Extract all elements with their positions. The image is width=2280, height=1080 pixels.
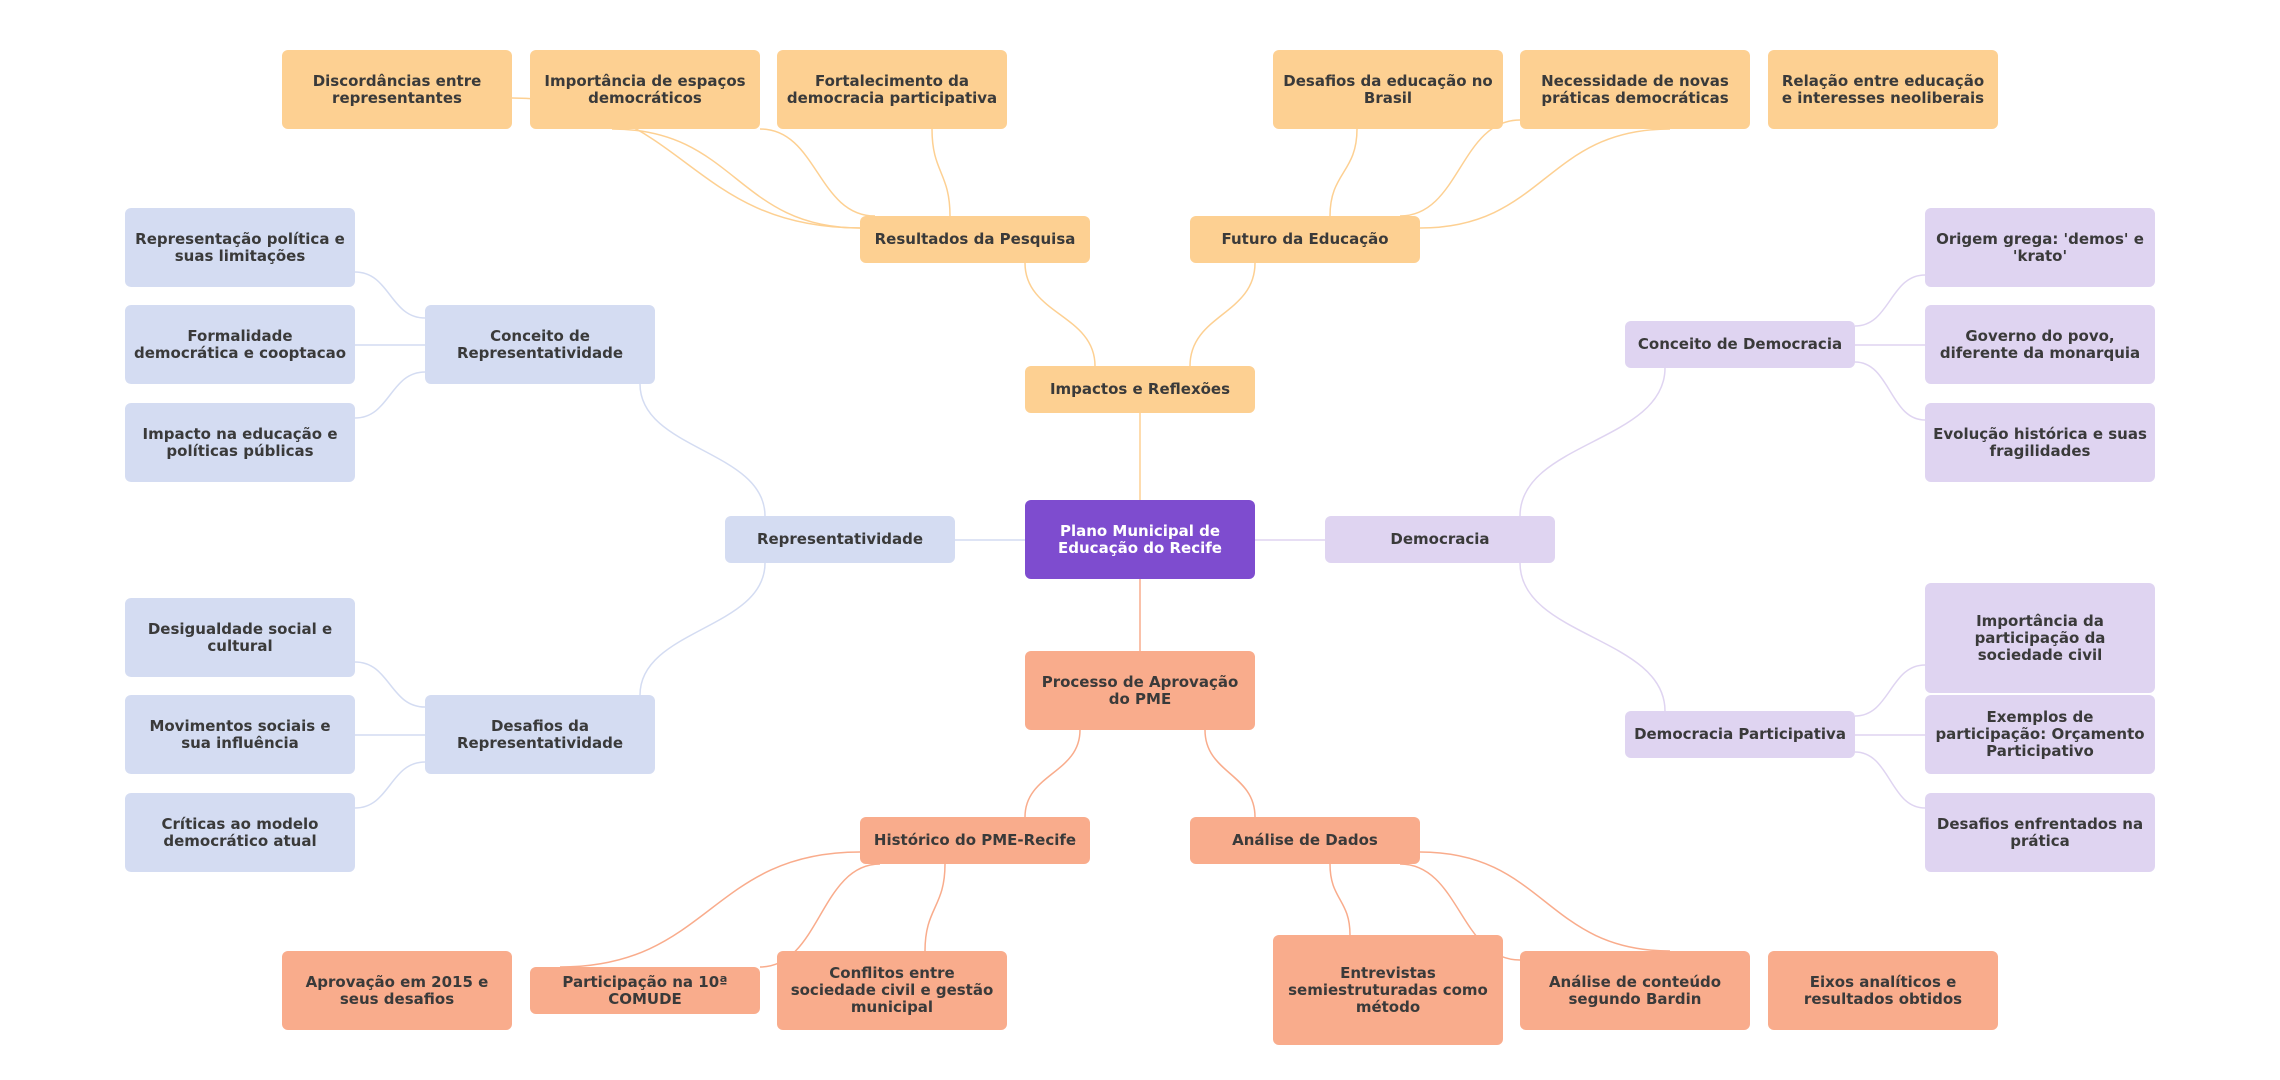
connector-line bbox=[354, 271, 426, 319]
node-analise-conteudo[interactable]: Análise de conteúdo segundo Bardin bbox=[1520, 951, 1750, 1030]
connector-line bbox=[1024, 262, 1096, 367]
node-importancia-espacos[interactable]: Importância de espaços democráticos bbox=[530, 50, 760, 129]
connector-line bbox=[559, 851, 861, 968]
connector-line bbox=[1519, 562, 1666, 712]
connector-line bbox=[1329, 128, 1358, 217]
connector-line bbox=[1519, 367, 1666, 517]
node-desafios-representatividade[interactable]: Desafios da Representatividade bbox=[425, 695, 655, 774]
node-futuro-educacao[interactable]: Futuro da Educação bbox=[1190, 216, 1420, 263]
connector-line bbox=[1399, 119, 1521, 217]
connector-line bbox=[1189, 262, 1256, 367]
node-formalidade[interactable]: Formalidade democrática e cooptacao bbox=[125, 305, 355, 384]
node-desigualdade[interactable]: Desigualdade social e cultural bbox=[125, 598, 355, 677]
node-processo-aprovacao[interactable]: Processo de Aprovação do PME bbox=[1025, 651, 1255, 730]
node-participacao-comude[interactable]: Participação na 10ª COMUDE bbox=[530, 967, 760, 1014]
node-conceito-democracia[interactable]: Conceito de Democracia bbox=[1625, 321, 1855, 368]
node-evolucao-historica[interactable]: Evolução histórica e suas fragilidades bbox=[1925, 403, 2155, 482]
node-eixos-analiticos[interactable]: Eixos analíticos e resultados obtidos bbox=[1768, 951, 1998, 1030]
connector-line bbox=[639, 383, 766, 517]
connector-line bbox=[1854, 664, 1926, 717]
connector-line bbox=[1204, 729, 1256, 818]
connector-line bbox=[354, 761, 426, 809]
connector-line bbox=[759, 128, 876, 217]
node-analise-dados[interactable]: Análise de Dados bbox=[1190, 817, 1420, 864]
connector-line bbox=[1419, 128, 1671, 229]
node-discordancias[interactable]: Discordâncias entre representantes bbox=[282, 50, 512, 129]
connector-line bbox=[354, 371, 426, 419]
connector-line bbox=[1419, 851, 1671, 952]
node-novas-praticas[interactable]: Necessidade de novas práticas democrátic… bbox=[1520, 50, 1750, 129]
node-governo-povo[interactable]: Governo do povo, diferente da monarquia bbox=[1925, 305, 2155, 384]
node-resultados-pesquisa[interactable]: Resultados da Pesquisa bbox=[860, 216, 1090, 263]
node-impactos-reflexoes[interactable]: Impactos e Reflexões bbox=[1025, 366, 1255, 413]
node-representacao-politica[interactable]: Representação política e suas limitações bbox=[125, 208, 355, 287]
node-representatividade[interactable]: Representatividade bbox=[725, 516, 955, 563]
connector-line bbox=[1854, 361, 1926, 421]
connector-line bbox=[354, 661, 426, 708]
connector-line bbox=[1854, 274, 1926, 327]
node-entrevistas[interactable]: Entrevistas semiestruturadas como método bbox=[1273, 935, 1503, 1045]
node-democracia-participativa[interactable]: Democracia Participativa bbox=[1625, 711, 1855, 758]
central-node[interactable]: Plano Municipal de Educação do Recife bbox=[1025, 500, 1255, 579]
connector-line bbox=[931, 128, 951, 217]
node-conflitos[interactable]: Conflitos entre sociedade civil e gestão… bbox=[777, 951, 1007, 1030]
node-criticas[interactable]: Críticas ao modelo democrático atual bbox=[125, 793, 355, 872]
node-fortalecimento[interactable]: Fortalecimento da democracia participati… bbox=[777, 50, 1007, 129]
connector-line bbox=[611, 128, 861, 229]
node-interesses-neoliberais[interactable]: Relação entre educação e interesses neol… bbox=[1768, 50, 1998, 129]
node-democracia[interactable]: Democracia bbox=[1325, 516, 1555, 563]
node-desafios-educacao[interactable]: Desafios da educação no Brasil bbox=[1273, 50, 1503, 129]
connector-line bbox=[639, 562, 766, 696]
node-origem-grega[interactable]: Origem grega: 'demos' e 'krato' bbox=[1925, 208, 2155, 287]
node-conceito-representatividade[interactable]: Conceito de Representatividade bbox=[425, 305, 655, 384]
connector-line bbox=[1854, 751, 1926, 809]
node-aprovacao-2015[interactable]: Aprovação em 2015 e seus desafios bbox=[282, 951, 512, 1030]
node-movimentos-sociais[interactable]: Movimentos sociais e sua influência bbox=[125, 695, 355, 774]
node-historico-pme[interactable]: Histórico do PME-Recife bbox=[860, 817, 1090, 864]
connector-line bbox=[924, 863, 946, 952]
node-exemplos-participacao[interactable]: Exemplos de participação: Orçamento Part… bbox=[1925, 695, 2155, 774]
node-impacto-educacao[interactable]: Impacto na educação e políticas públicas bbox=[125, 403, 355, 482]
node-importancia-participacao[interactable]: Importância da participação da sociedade… bbox=[1925, 583, 2155, 693]
connector-line bbox=[1329, 863, 1351, 936]
node-desafios-pratica[interactable]: Desafios enfrentados na prática bbox=[1925, 793, 2155, 872]
connector-line bbox=[1024, 729, 1081, 818]
